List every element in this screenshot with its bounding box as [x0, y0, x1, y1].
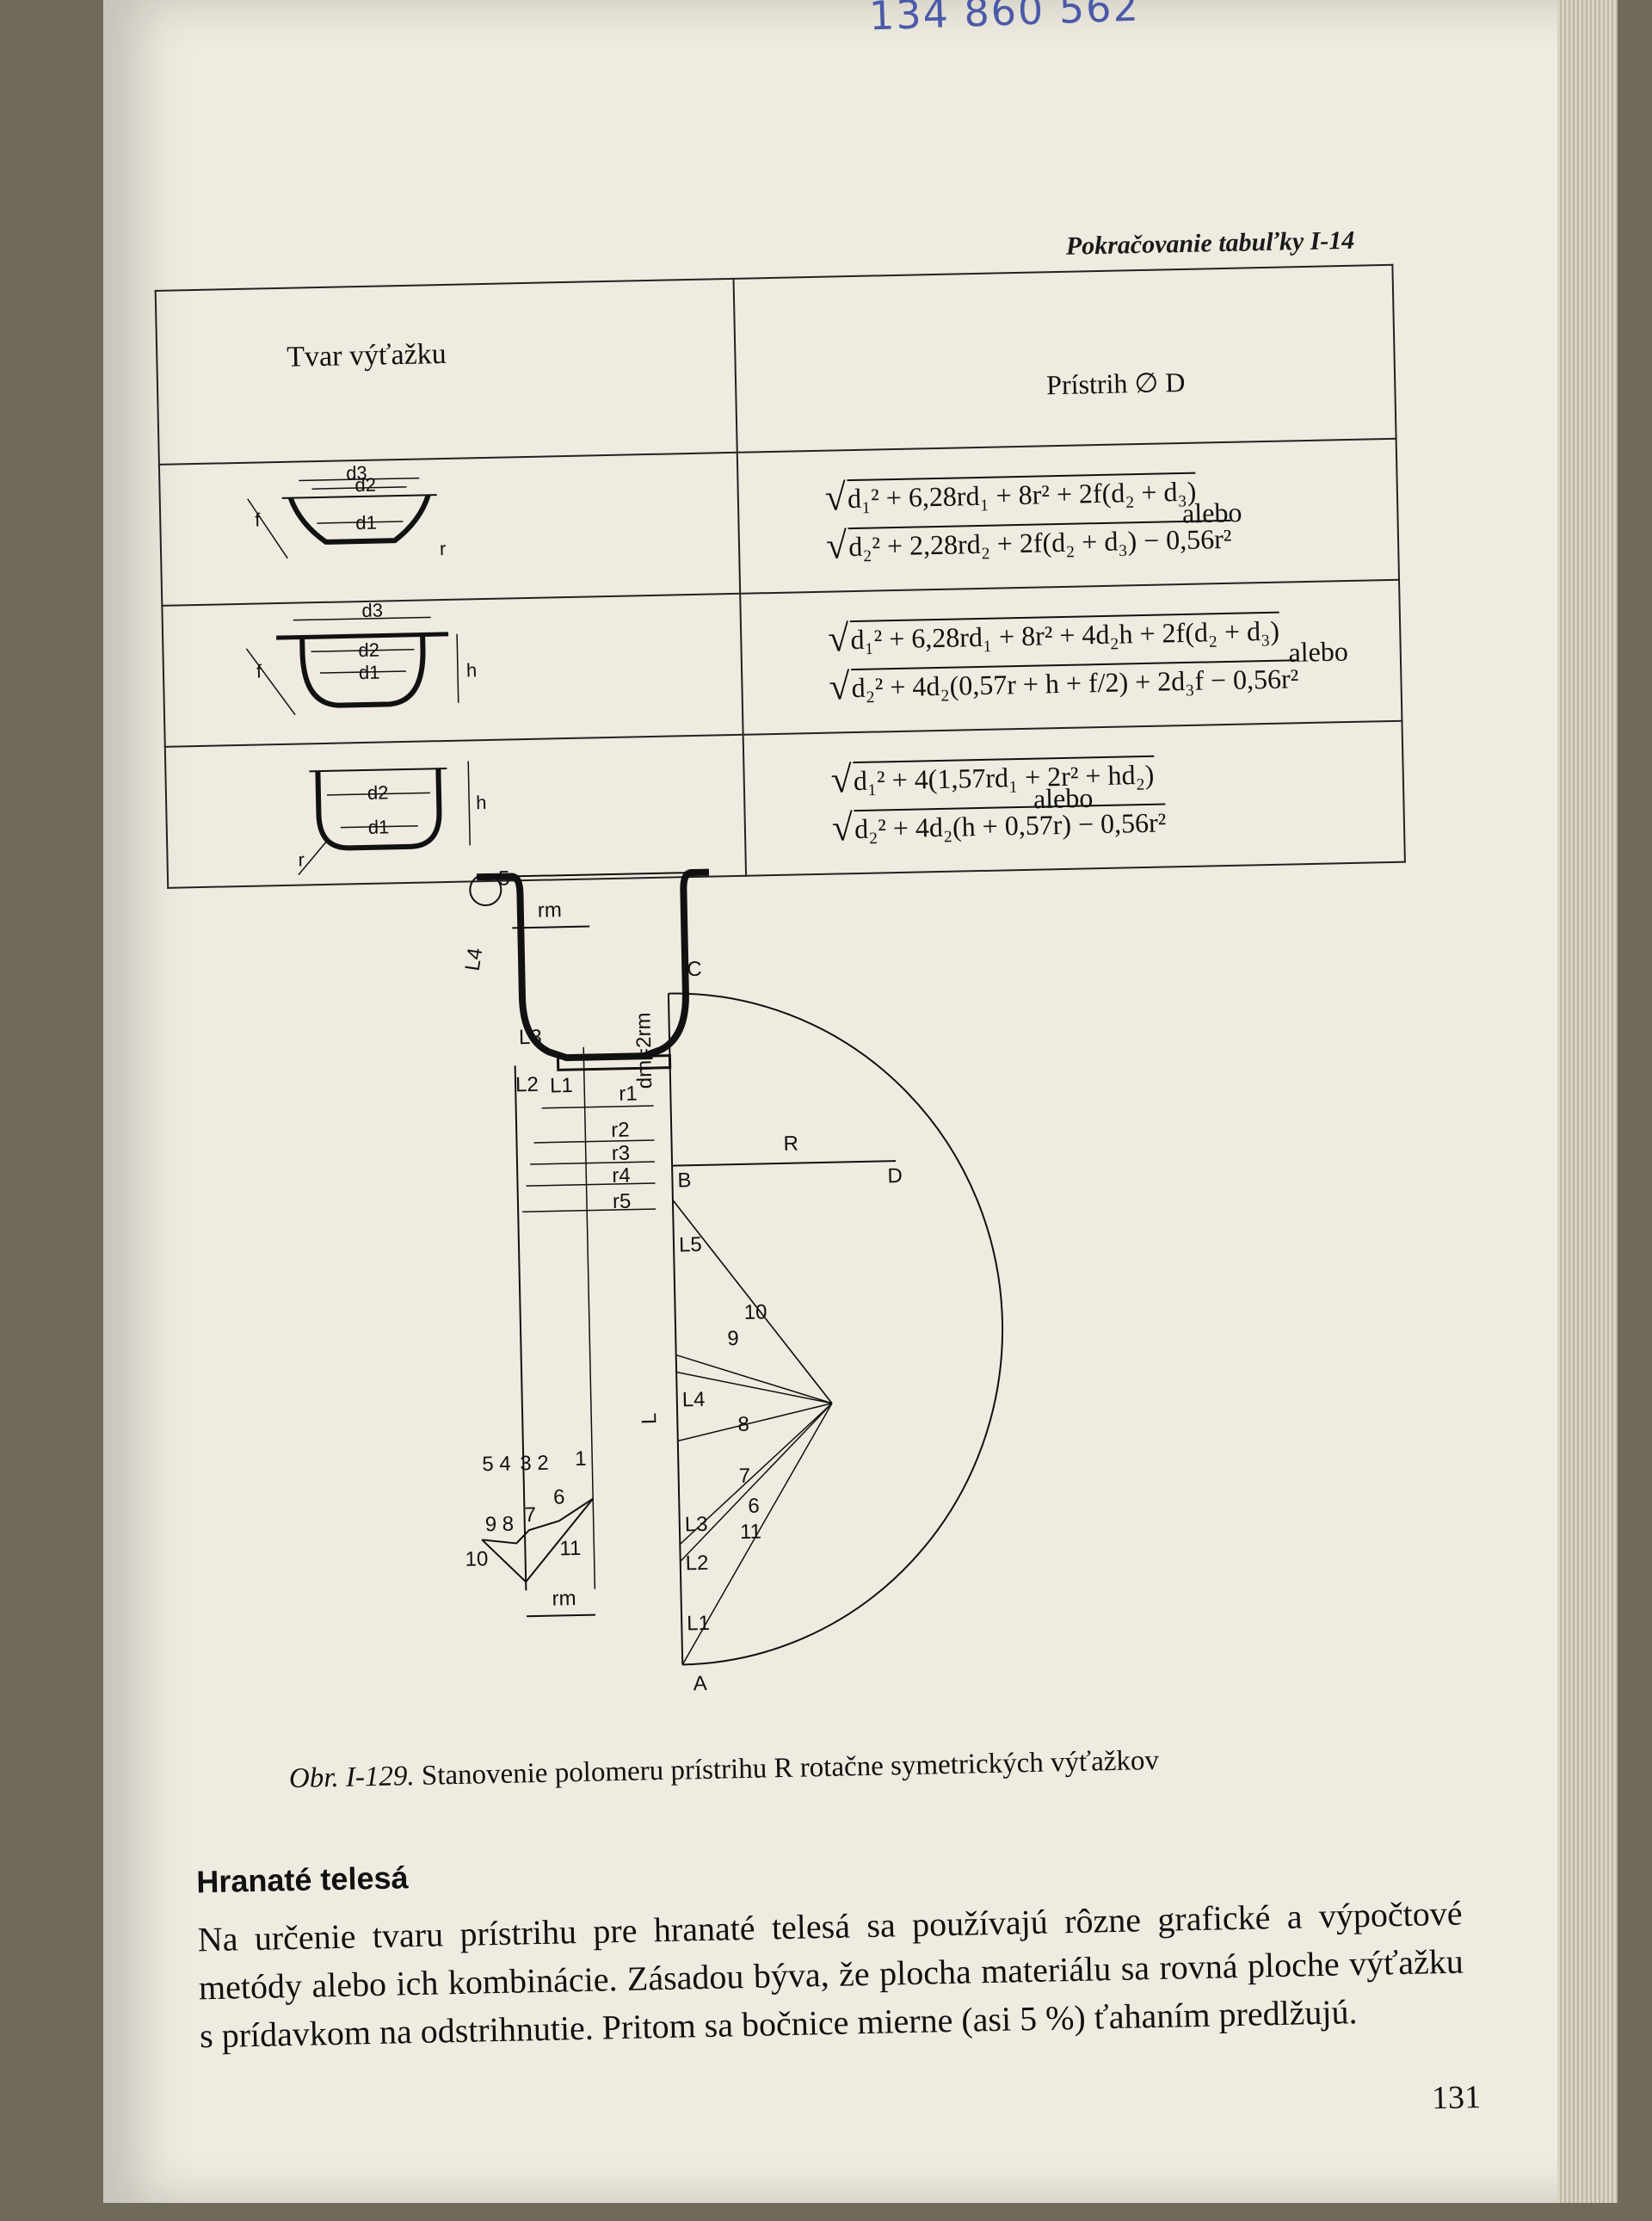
label-n5: 5 [498, 867, 510, 890]
caption-prefix: Obr. I-129. [288, 1761, 416, 1795]
label-n6-right: 6 [748, 1495, 760, 1518]
label-n7: 7 [524, 1503, 536, 1527]
shape-cell-3: d2 d1 h r [164, 734, 747, 888]
label-n5b: 5 [482, 1453, 494, 1476]
book-page [103, 0, 1618, 2203]
label-d3: d3 [346, 462, 367, 484]
page-stack-edge [1557, 0, 1618, 2203]
label-n11-right: 11 [740, 1521, 761, 1545]
shape-diagram-1: d3 d2 d1 f r [247, 462, 447, 559]
label-n1: 1 [575, 1447, 587, 1471]
section-title: Hranaté telesá [195, 1860, 409, 1900]
formula-3a: d₁² + 4(1,57rd₁ + 2r² + hd₂) [853, 755, 1155, 797]
label-d2: d2 [367, 781, 389, 804]
label-h: h [466, 659, 478, 681]
label-L1: L1 [687, 1612, 710, 1636]
or-1: alebo [1181, 497, 1242, 529]
label-rm-bottom: rm [552, 1587, 576, 1611]
label-L4: L4 [682, 1388, 706, 1412]
label-r2: r2 [611, 1119, 630, 1142]
header-shape: Tvar výťažku [155, 278, 737, 465]
or-3: alebo [1032, 781, 1094, 815]
label-n9: 9 [485, 1513, 497, 1536]
label-r: r [440, 538, 447, 559]
shape-diagram-3: d2 d1 h r [298, 761, 487, 876]
table-row: d3 d2 d1 f r √d₁² + 6,28rd₁ + 8r² + 2f(d… [158, 438, 1400, 606]
label-n8: 8 [502, 1513, 514, 1536]
label-n4: 4 [499, 1453, 511, 1476]
label-B: B [677, 1169, 692, 1192]
formula-cell-2: √d₁² + 6,28rd₁ + 8r² + 4d₂h + 2f(d₂ + d₃… [740, 579, 1402, 735]
label-f: f [256, 660, 263, 682]
section-paragraph: Na určenie tvaru prístrihu pre hranaté t… [197, 1893, 1464, 2056]
table-row: d2 d1 h r √d₁² + 4(1,57rd₁ + 2r² + hd₂) … [164, 720, 1405, 888]
table-header-row: Tvar výťažku Prístrih ∅ D [155, 264, 1396, 465]
label-L2: L2 [685, 1552, 708, 1576]
cup-profile-left [476, 873, 653, 1062]
label-h: h [476, 792, 487, 813]
label-n9-right: 9 [727, 1327, 739, 1350]
label-n7-right: 7 [738, 1465, 750, 1488]
or-2: alebo [1288, 635, 1349, 668]
label-R: R [783, 1132, 798, 1156]
label-A: A [693, 1672, 707, 1695]
label-n10-right: 10 [743, 1300, 767, 1324]
label-rm-top: rm [538, 898, 563, 922]
label-d2: d2 [358, 639, 379, 662]
page-number: 131 [1431, 2079, 1482, 2117]
caption-text: Stanovenie polomeru prístrihu R rotačne … [421, 1744, 1160, 1792]
formula-1a: d₁² + 6,28rd₁ + 8r² + 2f(d₂ + d₃) [847, 472, 1197, 515]
label-r: r [298, 848, 305, 870]
label-r5: r5 [613, 1190, 632, 1213]
label-L: L [638, 1413, 661, 1425]
label-n11: 11 [559, 1537, 581, 1561]
shape-cell-2: d3 d2 d1 f h [162, 593, 743, 747]
label-r1: r1 [619, 1082, 638, 1105]
formula-table: Tvar výťažku Prístrih ∅ D d3 d2 d1 f r [155, 264, 1406, 889]
label-d2: d2 [354, 474, 376, 497]
formula-cell-1: √d₁² + 6,28rd₁ + 8r² + 2f(d₂ + d₃) √d₂² … [737, 438, 1400, 594]
label-L3-profile: L3 [519, 1026, 542, 1050]
shape-cell-1: d3 d2 d1 f r [158, 452, 741, 606]
label-L2-profile: L2 [515, 1073, 539, 1097]
construction-arc [668, 992, 1004, 1666]
shape-diagram-2: d3 d2 d1 f h [245, 599, 478, 716]
label-L1-profile: L1 [550, 1074, 573, 1098]
label-L4-profile: L4 [461, 947, 488, 973]
header-blank: Prístrih ∅ D [733, 264, 1396, 453]
label-L5: L5 [679, 1233, 702, 1257]
label-r4: r4 [612, 1164, 631, 1188]
formula-2b: d₂² + 4d₂(0,57r + h + f/2) + 2d₃f − 0,56… [851, 658, 1299, 704]
label-n6: 6 [553, 1485, 565, 1508]
label-n2: 2 [537, 1452, 549, 1475]
label-d1: d1 [368, 816, 390, 838]
label-L3: L3 [685, 1513, 708, 1537]
label-d3: d3 [361, 599, 383, 621]
label-r3: r3 [612, 1142, 631, 1165]
label-dm: dm=2rm [632, 1012, 656, 1089]
formula-1b: d₂² + 2,28rd₂ + 2f(d₂ + d₃) − 0,56r² [848, 519, 1232, 563]
label-D: D [887, 1164, 903, 1188]
formula-2a: d₁² + 6,28rd₁ + 8r² + 4d₂h + 2f(d₂ + d₃) [850, 611, 1280, 656]
label-d1: d1 [355, 512, 377, 534]
label-d1: d1 [359, 662, 380, 684]
label-n10: 10 [465, 1547, 488, 1571]
construction-figure: 5 rm L4 L3 L2 L1 r1 r2 r3 r4 r5 5 4 3 2 … [461, 867, 1004, 1695]
label-n8-right: 8 [737, 1413, 749, 1436]
label-f: f [255, 509, 262, 530]
figure-caption: Obr. I-129. Stanovenie polomeru prístrih… [289, 1745, 1160, 1795]
table-row: d3 d2 d1 f h √d₁² + 6,28rd₁ + 8r² + 4d₂h… [162, 579, 1402, 747]
label-C: C [687, 958, 702, 981]
label-n3: 3 [520, 1452, 532, 1475]
table-continuation: Pokračovanie tabuľky I-14 [1065, 225, 1355, 261]
